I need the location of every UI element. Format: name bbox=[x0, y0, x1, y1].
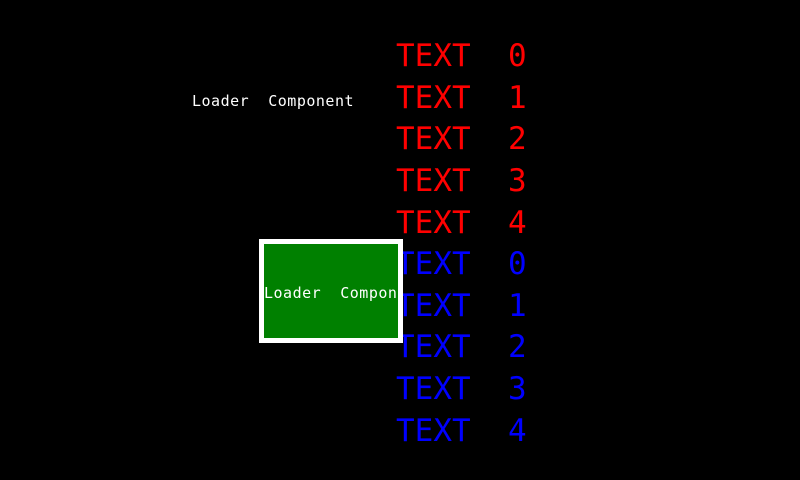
text-row: TEXT 2 bbox=[396, 329, 527, 365]
loader-box-label: Loader Component bbox=[264, 284, 398, 302]
text-row: TEXT 3 bbox=[396, 371, 527, 407]
text-row: TEXT 0 bbox=[396, 246, 527, 282]
text-row: TEXT 2 bbox=[396, 121, 527, 157]
text-row: TEXT 4 bbox=[396, 413, 527, 449]
loader-component-caption: Loader Component bbox=[192, 92, 355, 110]
text-row: TEXT 0 bbox=[396, 38, 527, 74]
text-row: TEXT 1 bbox=[396, 288, 527, 324]
loader-component-box[interactable]: Loader Component bbox=[259, 239, 403, 343]
text-row: TEXT 1 bbox=[396, 80, 527, 116]
text-row: TEXT 4 bbox=[396, 205, 527, 241]
text-row: TEXT 3 bbox=[396, 163, 527, 199]
